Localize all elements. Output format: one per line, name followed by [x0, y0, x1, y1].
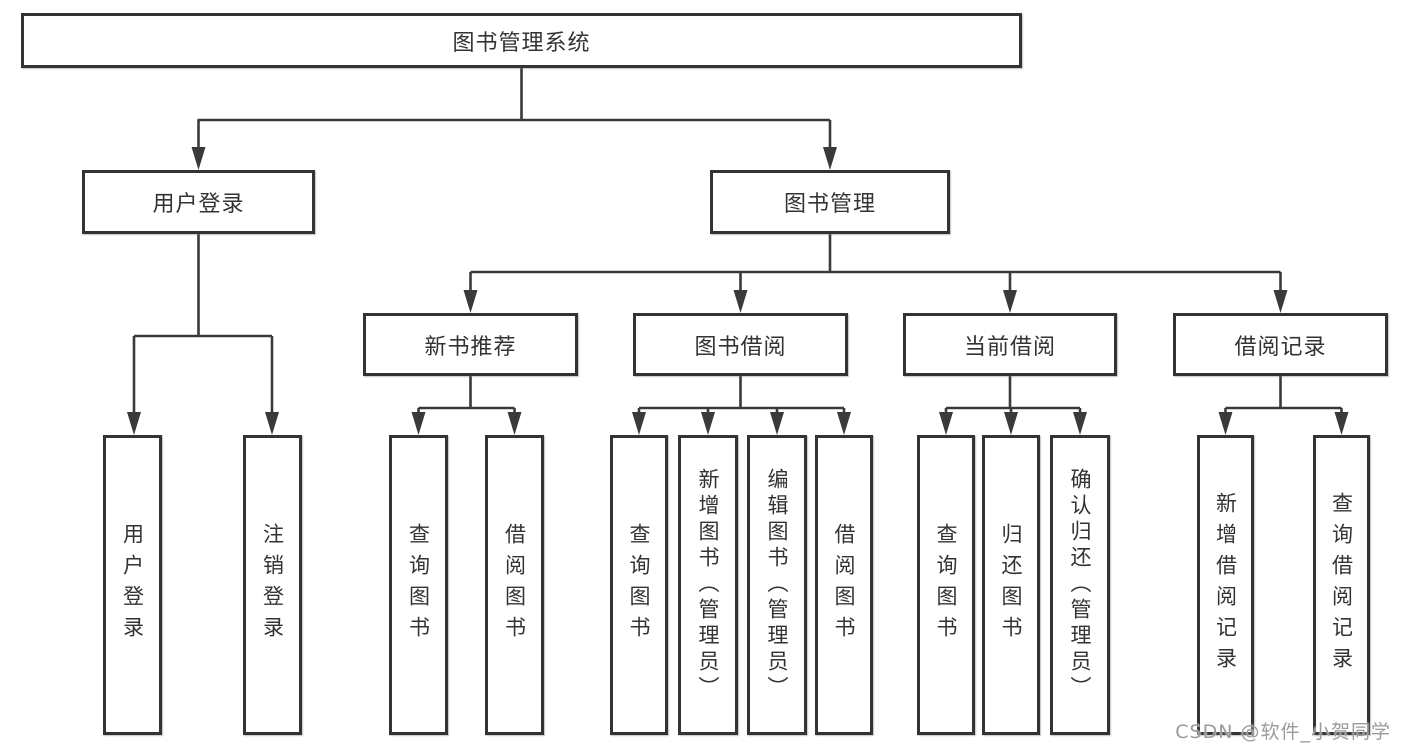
node-book-management: 图书管理: [710, 170, 950, 234]
leaf-edit-books-admin: 编辑图书（管理员）: [747, 435, 807, 735]
leaf-query-borrow-record: 查询借阅记录: [1313, 435, 1370, 735]
leaf-add-books-admin: 新增图书（管理员）: [678, 435, 738, 735]
leaf-user-login: 用户登录: [103, 435, 162, 735]
leaf-query-books-current: 查询图书: [917, 435, 975, 735]
csdn-watermark: CSDN @软件_小贺同学: [1175, 721, 1391, 743]
leaf-confirm-return-admin: 确认归还（管理员）: [1050, 435, 1110, 735]
leaf-query-books-borrowing: 查询图书: [610, 435, 668, 735]
leaf-query-books-recommend: 查询图书: [389, 435, 448, 735]
node-library-system: 图书管理系统: [21, 13, 1022, 68]
node-book-borrowing: 图书借阅: [633, 313, 848, 376]
node-new-book-recommend: 新书推荐: [363, 313, 578, 376]
leaf-borrow-books-recommend: 借阅图书: [485, 435, 544, 735]
node-current-borrowing: 当前借阅: [903, 313, 1117, 376]
leaf-borrow-books-borrowing: 借阅图书: [815, 435, 873, 735]
node-user-login: 用户登录: [82, 170, 315, 234]
leaf-add-borrow-record: 新增借阅记录: [1197, 435, 1254, 735]
node-borrow-records: 借阅记录: [1173, 313, 1388, 376]
leaf-logout: 注销登录: [243, 435, 302, 735]
leaf-return-books: 归还图书: [982, 435, 1040, 735]
